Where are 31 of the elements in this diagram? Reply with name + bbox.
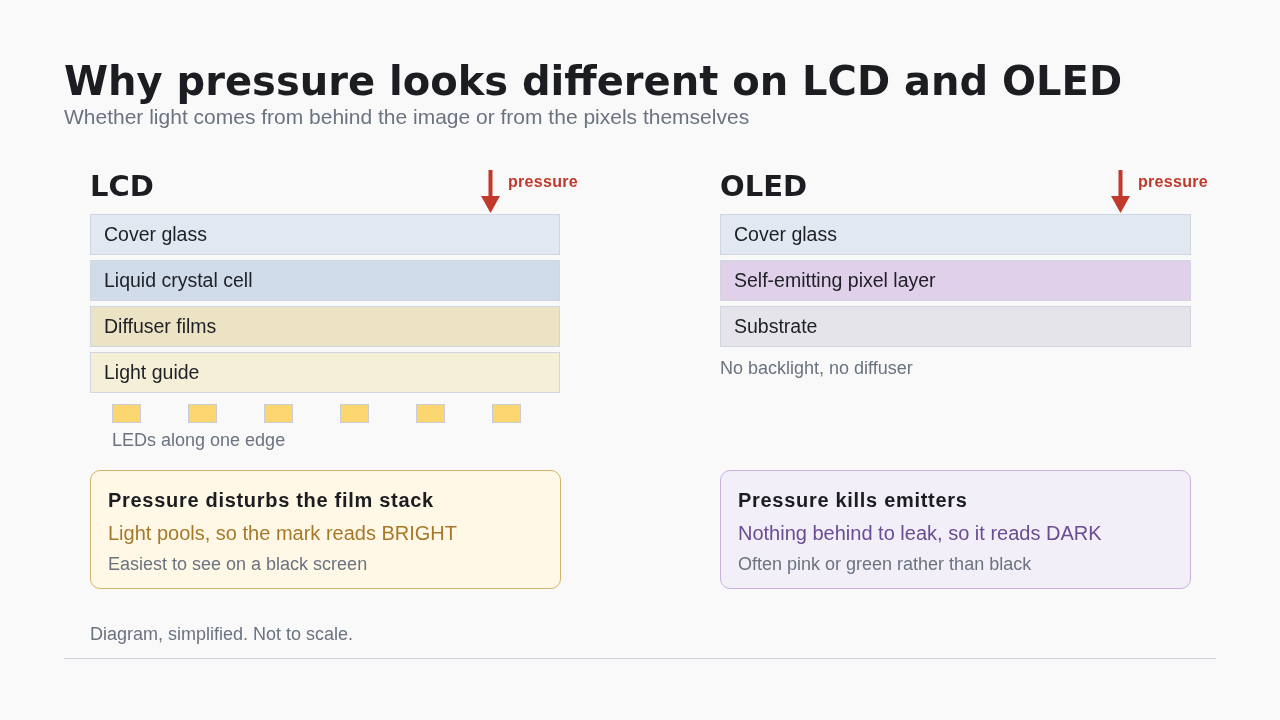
section-heading: LCD (90, 168, 154, 204)
layer-label: Self-emitting pixel layer (734, 269, 936, 292)
layer-box (720, 260, 1191, 301)
layer-label: Cover glass (104, 223, 207, 246)
layer-label: Light guide (104, 361, 200, 384)
callout-heading: Pressure disturbs the film stack (108, 488, 434, 513)
layer-box (720, 306, 1191, 347)
callout-box (90, 470, 561, 589)
note-text: LEDs along one edge (112, 430, 286, 451)
callout-text: Nothing behind to leak, so it reads DARK (738, 521, 1102, 546)
layer-box (90, 214, 560, 255)
pressure-label: pressure (508, 172, 578, 191)
layer-label: Liquid crystal cell (104, 269, 253, 292)
caption: Diagram, simplified. Not to scale. (90, 624, 354, 645)
callout-note: Often pink or green rather than black (738, 553, 1032, 576)
layer-label: Cover glass (734, 223, 837, 246)
layer-box (90, 306, 560, 347)
note-text: No backlight, no diffuser (720, 358, 913, 379)
layer-label: Diffuser films (104, 315, 217, 338)
layer-box (720, 214, 1191, 255)
callout-note: Easiest to see on a black screen (108, 553, 368, 576)
layer-box (90, 260, 560, 301)
layer-label: Substrate (734, 315, 818, 338)
pressure-label: pressure (1138, 172, 1208, 191)
callout-box (720, 470, 1191, 589)
subtitle: Whether light comes from behind the image or from the pixels themselves (64, 105, 750, 129)
title: Why pressure looks different on LCD and OLED (64, 58, 1123, 104)
callout-text: Light pools, so the mark reads BRIGHT (108, 521, 458, 546)
callout-heading: Pressure kills emitters (738, 488, 968, 513)
layer-box (90, 352, 560, 393)
section-heading: OLED (720, 168, 807, 204)
